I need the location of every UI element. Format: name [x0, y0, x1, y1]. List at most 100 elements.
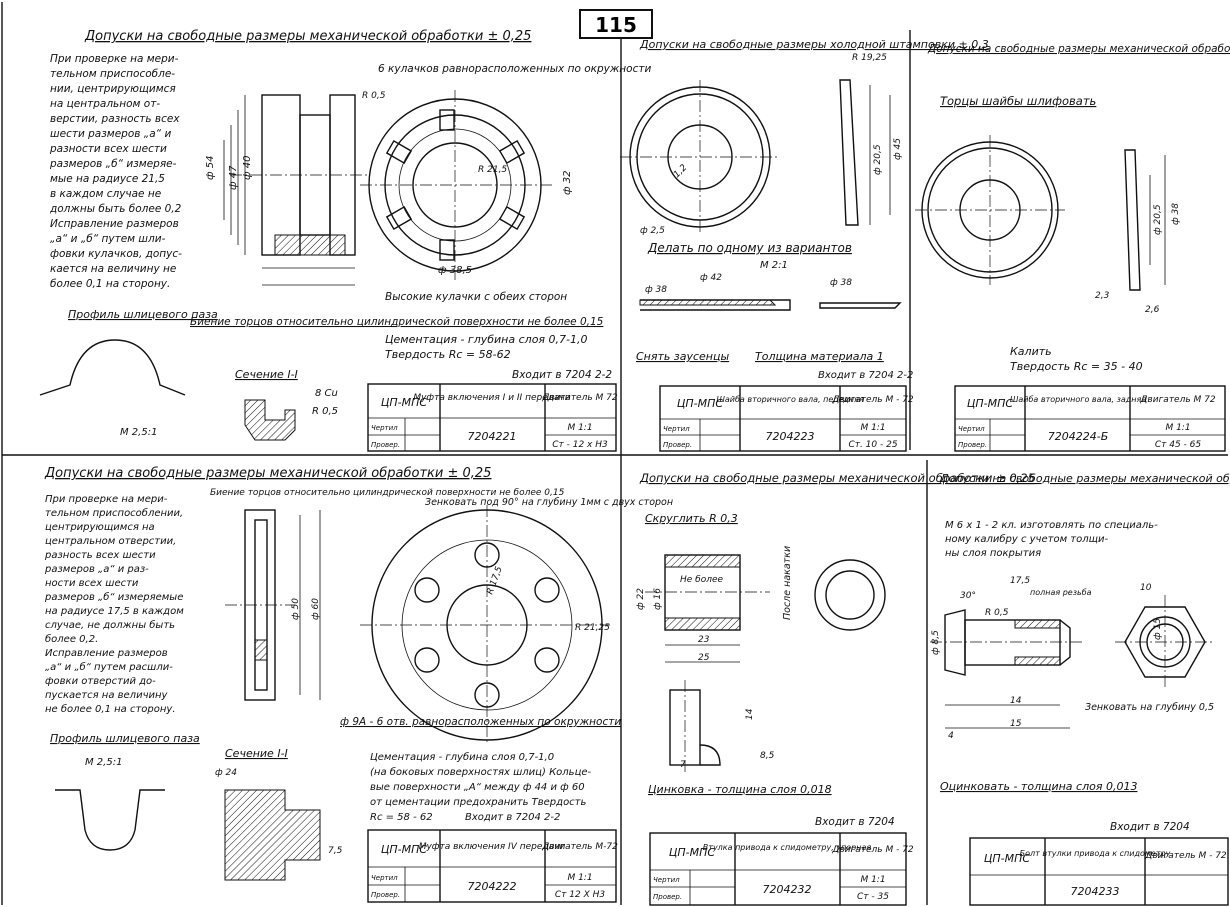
- q5-material: Ст - 35: [857, 892, 889, 902]
- q4-cementation: Цементация - глубина слоя 0,7-1,0 (на бо…: [370, 751, 592, 823]
- q3-panel: Допуски на свободные размеры механическо…: [915, 43, 1230, 452]
- q4-row-label: Провер.: [371, 891, 400, 899]
- q2-thickness: Толщина материала 1: [755, 350, 884, 363]
- q3-heading: Допуски на свободные размеры механическо…: [927, 43, 1230, 55]
- q1-note-line: должны быть более 0,2: [49, 203, 182, 215]
- q2-panel: Допуски на свободные размеры холодной шт…: [620, 38, 989, 452]
- q4-title-block: ЦП-МПС Муфта включения IV передачи Двига…: [367, 829, 618, 903]
- q5-dim-22: ф 22: [636, 588, 646, 610]
- q1-dim-385: ф 38,5: [438, 265, 472, 276]
- q2-engine: Двигатель М - 72: [831, 395, 914, 405]
- q4-note-line: Исправление размеров: [45, 648, 168, 659]
- q1-note: При проверке на мери- тельном приспособл…: [49, 53, 182, 290]
- q5-enters: Входит в 7204: [815, 816, 895, 828]
- q3-dim-23: 2,3: [1095, 291, 1110, 301]
- q5-heading: Допуски на свободные размеры механическо…: [639, 471, 1035, 485]
- q4-note-line: разность всех шести: [44, 550, 156, 561]
- q6-dim-15: 15: [1010, 719, 1022, 729]
- q4-cem-line: от цементации предохранить Твердость: [370, 797, 587, 808]
- q2-title-block: ЦП-МПС Шайба вторичного вала, передняя Д…: [659, 385, 914, 452]
- q1-panel: Допуски на свободные размеры механическо…: [39, 29, 651, 452]
- q1-side-view: ф 54 ф 47 ф 40 R 0,5: [205, 91, 386, 286]
- q6-dim-14: 14: [1010, 696, 1022, 706]
- q4-section-shape: [224, 789, 321, 881]
- q5-section-view: 23 25 ф 22 ф 16 Не более После накатки: [636, 546, 793, 663]
- q1-note-line: на центральном от-: [50, 98, 160, 110]
- q1-note-line: „а“ и „б“ путем шли-: [50, 233, 166, 245]
- q2-heading: Допуски на свободные размеры холодной шт…: [639, 38, 989, 51]
- page-number-box: [579, 9, 653, 39]
- q1-company: ЦП-МПС: [381, 396, 428, 409]
- q1-dim-r215: R 21,5: [478, 165, 507, 175]
- q3-side-view: ф 38 ф 20,5 2,3 2,6: [1095, 149, 1181, 315]
- q6-dim-85: ф 8,5: [931, 630, 941, 655]
- q1-note-line: разности всех шести: [49, 143, 167, 155]
- q4-part-name: Муфта включения IV передачи: [419, 842, 566, 852]
- q2-dim-205: ф 20,5: [873, 144, 883, 175]
- q4-cem-line: Rc = 58 - 62: [370, 812, 433, 823]
- q5-dim-85: 8,5: [760, 751, 775, 761]
- q4-enters: Входит в 7204 2-2: [465, 812, 560, 823]
- q1-note-line: Исправление размеров: [50, 218, 179, 230]
- q1-dim-32: ф 32: [562, 171, 573, 195]
- q4-note-line: более 0,2.: [45, 633, 98, 645]
- q1-note-line: кается на величину не: [50, 263, 176, 275]
- q2-material: Ст. 10 - 25: [848, 440, 897, 450]
- q6-dim-4: 4: [948, 731, 954, 741]
- q2-scale: М 1:1: [860, 423, 885, 433]
- q1-note-line: размеров „б“ измеряе-: [49, 158, 177, 170]
- q1-runout: Биение торцов относительно цилиндрическо…: [190, 316, 604, 328]
- q2-row-label: Чертил: [663, 425, 690, 433]
- q2-dim-45: ф 45: [893, 138, 903, 160]
- q1-note-line: верстии, разность всех: [50, 113, 180, 125]
- q1-cams-label: 6 кулачков равнорасположенных по окружно…: [378, 63, 651, 75]
- q4-countersink: Зенковать под 90° на глубину 1мм с двух …: [425, 497, 673, 508]
- q4-dim-24: ф 24: [215, 768, 237, 778]
- q1-enters: Входит в 7204 2-2: [512, 369, 612, 381]
- q2-dim-12: R 19,25: [852, 53, 887, 63]
- q4-note-line: тельном приспособлении,: [45, 507, 183, 519]
- q1-note-line: При проверке на мери-: [50, 53, 179, 65]
- q5-rolling: После накатки: [782, 546, 793, 620]
- q1-dim-54: ф 54: [205, 156, 216, 180]
- q3-grind-note: Торцы шайбы шлифовать: [940, 94, 1096, 108]
- q1-note-line: более 0,1 на сторону.: [50, 278, 170, 290]
- q2-dim-38: ф 38: [645, 285, 667, 295]
- q6-thread-line: ны слоя покрытия: [945, 548, 1041, 559]
- q6-heading: Допуски на свободные размеры механическо…: [939, 472, 1230, 485]
- q4-note-line: При проверке на мери-: [45, 494, 168, 505]
- q5-number: 7204232: [763, 883, 812, 896]
- q6-dim-10: 10: [1140, 583, 1152, 593]
- q1-cementation: Цементация - глубина слоя 0,7-1,0: [385, 333, 588, 346]
- q1-note-line: мые на радиусе 21,5: [50, 173, 165, 185]
- q5-no-more: Не более: [680, 575, 724, 585]
- q6-bolt-view: 14 15 17,5 полная резьба ф 8,5 4 R 0,5 3…: [930, 576, 1092, 741]
- q1-hardness: Твердость Rc = 58-62: [385, 348, 511, 361]
- q3-front-view: [915, 135, 1065, 285]
- q4-note-line: размеров „а“ и раз-: [44, 564, 149, 575]
- q1-title-block: ЦП-МПС Муфта включения I и II передачи Д…: [367, 383, 618, 452]
- q5-row-label: Чертил: [653, 876, 680, 884]
- q4-profile-shape: [55, 789, 165, 851]
- q6-thread-line: М 6 х 1 - 2 кл. изготовлять по специаль-: [945, 520, 1158, 531]
- q5-pin-view: 14 8,5 7: [669, 680, 775, 775]
- q2-front-view: 1,2 ф 2,5: [620, 80, 780, 236]
- q6-dim-r05: R 0,5: [985, 608, 1009, 618]
- q4-note-line: ности всех шести: [45, 578, 139, 589]
- q6-full-thread: полная резьба: [1030, 588, 1092, 597]
- q1-number: 7204221: [468, 430, 517, 443]
- q1-scale-label: M 2,5:1: [120, 427, 157, 438]
- q4-cem-line: (на боковых поверхностях шлиц) Кольце-: [370, 766, 592, 778]
- q1-section-shape: [244, 399, 296, 441]
- q4-dim-60: ф 60: [311, 598, 321, 620]
- q2-make-one: Делать по одному из вариантов: [647, 241, 852, 255]
- q4-note-line: центрирующимся на: [45, 522, 155, 533]
- q3-tempering: Калить: [1010, 345, 1052, 358]
- q4-heading: Допуски на свободные размеры механическо…: [44, 466, 491, 481]
- q1-row-label: Чертил: [371, 424, 398, 432]
- q4-section-label: Сечение I-I: [225, 747, 288, 760]
- q4-row-label: Чертил: [371, 874, 398, 882]
- q5-zinc: Цинковка - толщина слоя 0,018: [648, 783, 832, 796]
- q4-dim-50: ф 50: [291, 598, 301, 620]
